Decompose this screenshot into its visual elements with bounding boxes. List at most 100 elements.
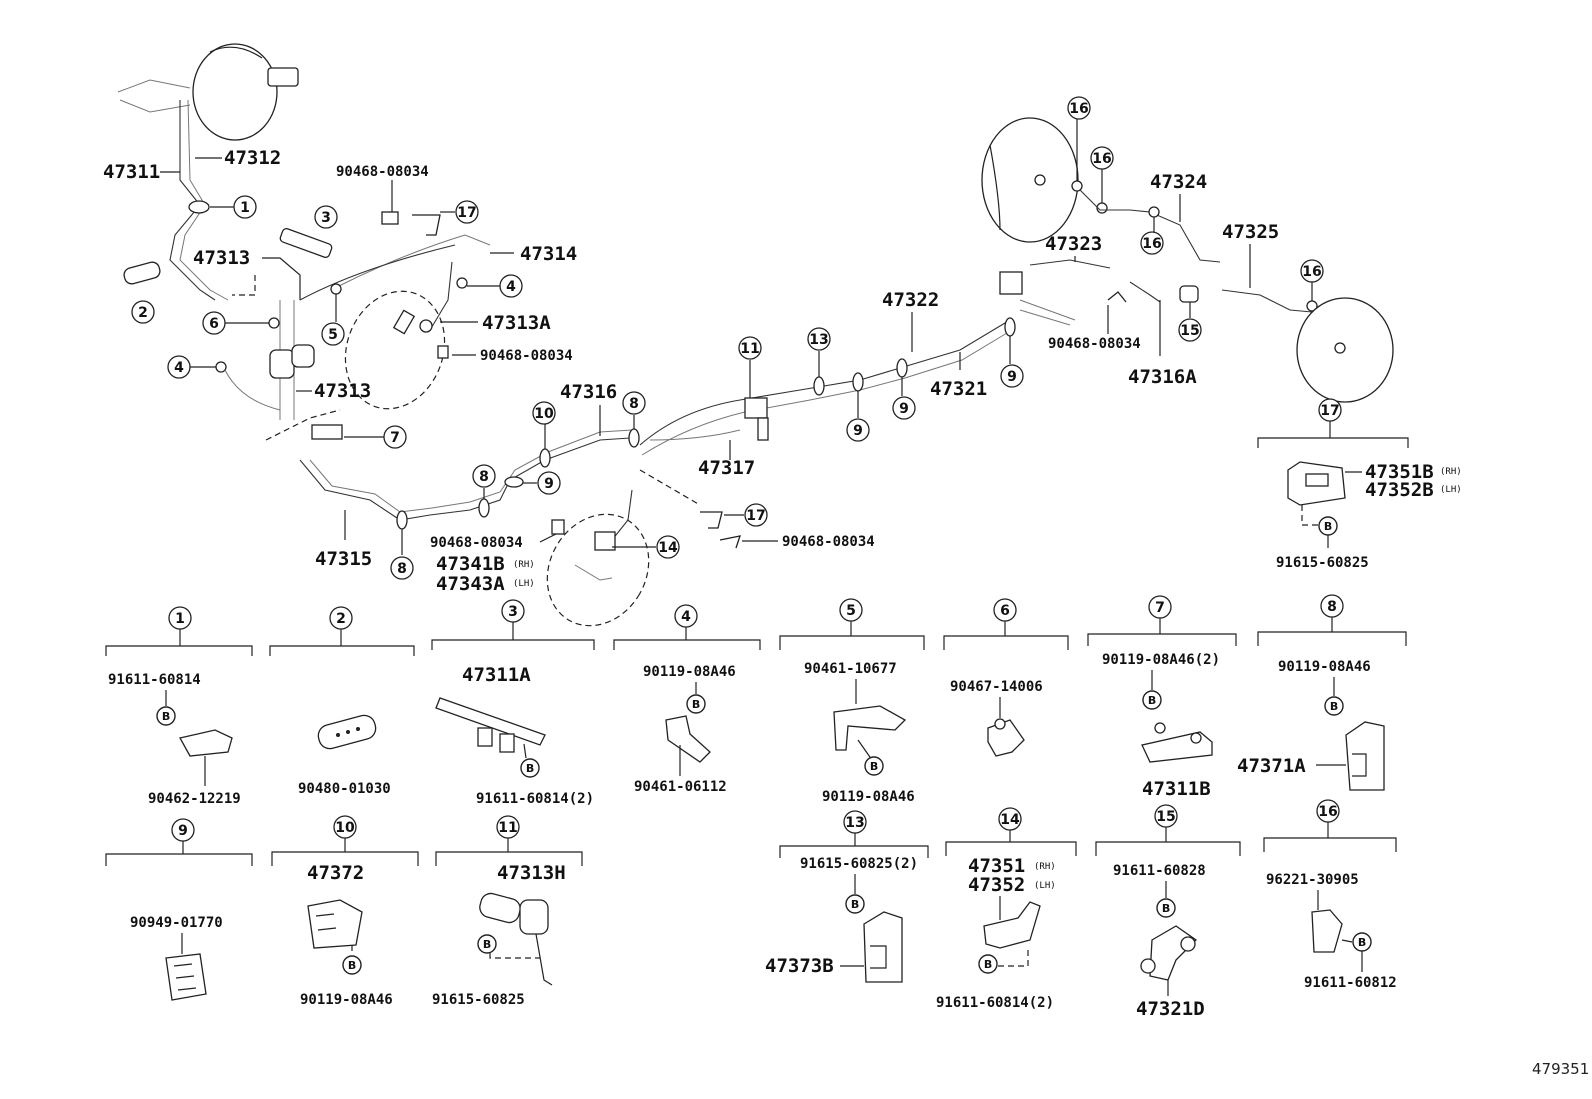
svg-text:16: 16 [1142,236,1161,252]
svg-text:90119-08A46: 90119-08A46 [300,992,393,1008]
label-47314: 47314 [520,243,577,265]
svg-text:4: 4 [174,360,184,376]
detail-16: 16 96221-30905 91611-60812 [1263,799,1397,991]
label-47341B-rh: (RH) [513,560,535,570]
callout-8-right: 8 [622,391,646,415]
label-47343A-lh: (LH) [513,579,535,589]
svg-text:9: 9 [544,476,554,492]
label-47343A: 47343A [436,573,505,595]
callout-5: 5 [321,322,345,346]
label-47317: 47317 [698,457,755,479]
svg-text:(RH): (RH) [1034,862,1056,872]
svg-text:90119-08A46: 90119-08A46 [1278,659,1371,675]
callout-16-a: 16 [1067,96,1091,120]
callout-3: 3 [314,205,338,229]
svg-text:5: 5 [846,603,856,619]
svg-text:(LH): (LH) [1034,881,1056,891]
svg-text:47311B: 47311B [1142,778,1211,800]
callout-9-left: 9 [537,471,561,495]
svg-text:14: 14 [658,540,678,556]
label-47313A: 47313A [482,312,551,334]
rear-right-brake-drum [1296,297,1394,403]
diagram-reference-number: 479351 [1532,1060,1589,1078]
svg-text:13: 13 [845,815,864,831]
svg-text:47373B: 47373B [765,955,834,977]
svg-text:90119-08A46: 90119-08A46 [643,664,736,680]
svg-text:47372: 47372 [307,862,364,884]
svg-text:16: 16 [1318,804,1337,820]
pipe-47311-47312 [169,99,229,301]
callout-9-a: 9 [846,418,870,442]
rear-junction [999,259,1111,326]
svg-text:2: 2 [138,305,148,321]
svg-text:10: 10 [534,406,554,422]
svg-text:90119-08A46(2): 90119-08A46(2) [1102,652,1220,668]
callout-6: 6 [202,311,226,335]
svg-text:7: 7 [390,430,400,446]
svg-text:1: 1 [175,611,185,627]
callout-9-b: 9 [892,396,916,420]
svg-text:13: 13 [809,332,828,348]
svg-text:91611-60814(2): 91611-60814(2) [476,791,594,807]
rear-left-brake-drum [981,117,1079,243]
callout-4-left: 4 [167,355,191,379]
svg-text:47371A: 47371A [1237,755,1306,777]
label-47351B-rh: (RH) [1440,467,1462,477]
svg-text:17: 17 [1320,403,1339,419]
svg-text:16: 16 [1092,151,1111,167]
svg-text:4: 4 [681,609,691,625]
part-47341B [574,489,633,581]
label-47351B: 47351B [1365,461,1434,483]
callout-16-b: 16 [1090,146,1114,170]
callout-17-mid: 17 [744,503,768,527]
svg-text:3: 3 [321,210,331,226]
svg-text:6: 6 [209,316,219,332]
detail-6: 6 90467-14006 [943,598,1069,757]
detail-4: 4 90119-08A46 90461-06112 [613,604,761,795]
label-clip-2: 90468-08034 [480,348,573,364]
proportioning-valve [224,300,315,420]
svg-text:16: 16 [1302,264,1321,280]
callout-17-right: 17 [1318,398,1342,422]
label-47323: 47323 [1045,233,1102,255]
callout-14: 14 [656,535,680,559]
svg-text:47311A: 47311A [462,664,531,686]
svg-text:9: 9 [1007,369,1017,385]
label-47313-top: 47313 [193,247,250,269]
clamp-2-part [123,261,161,285]
callout-8-left: 8 [390,556,414,580]
part-47313A [392,261,453,359]
detail-1: 1 91611-60814 90462-12219 [105,606,253,807]
detail-5: 5 90461-10677 90119-08A46 [779,598,925,805]
svg-text:17: 17 [457,205,476,221]
callout-9-c: 9 [1000,364,1024,388]
front-left-brake-drum [117,43,299,141]
bracket-47351B [1287,461,1346,506]
detail-7: 7 90119-08A46(2) 47311B [1087,595,1237,800]
label-47325: 47325 [1222,221,1279,243]
callout-11: 11 [738,336,762,360]
detail-2: 2 90480-01030 [269,606,415,797]
label-bolt-17: 91615-60825 [1276,555,1369,571]
callout-4-right: 4 [499,274,523,298]
svg-text:15: 15 [1180,323,1199,339]
svg-text:9: 9 [853,423,863,439]
svg-text:2: 2 [336,611,346,627]
detail-8: 8 90119-08A46 47371A [1237,594,1407,791]
svg-text:17: 17 [746,508,765,524]
callout-16-c: 16 [1140,231,1164,255]
callout-15: 15 [1178,318,1202,342]
svg-text:5: 5 [328,327,338,343]
detail-3: 3 47311A 91611-60814(2) [431,599,595,807]
svg-text:8: 8 [479,469,489,485]
label-47321: 47321 [930,378,987,400]
svg-text:90461-10677: 90461-10677 [804,661,897,677]
callout-16-d: 16 [1300,259,1324,283]
detail-15: 15 91611-60828 47321D [1095,804,1241,1020]
svg-text:11: 11 [498,820,517,836]
label-47311: 47311 [103,161,160,183]
svg-text:11: 11 [740,341,759,357]
label-47341B: 47341B [436,553,505,575]
